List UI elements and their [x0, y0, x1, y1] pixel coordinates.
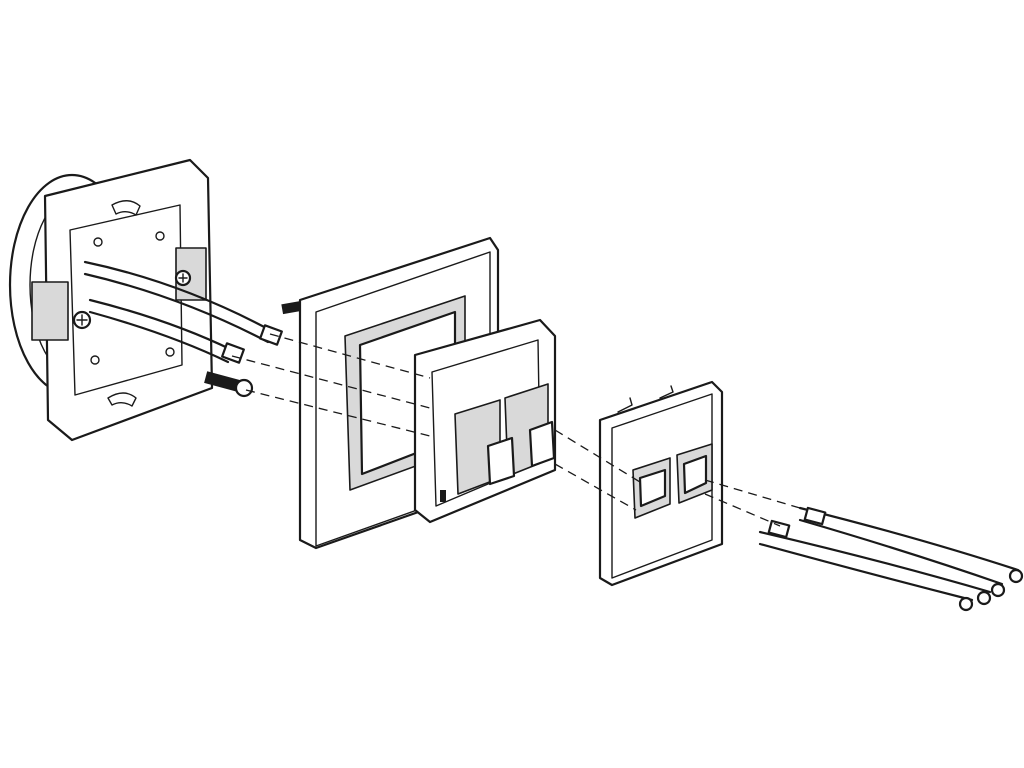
- cable-tip: [767, 519, 791, 539]
- fixing-screws: [204, 299, 309, 398]
- cable-lower-inner: [88, 310, 230, 364]
- guide-line: [269, 333, 431, 379]
- guide-line: [554, 429, 641, 483]
- alignment-lines: [231, 333, 801, 527]
- frame-screw-right-cross: [178, 273, 188, 283]
- screw-lower: [204, 371, 244, 393]
- cable-upper-outer: [83, 260, 272, 332]
- metal-support-frame: [43, 158, 214, 442]
- cable-lower-outer: [88, 298, 234, 352]
- output-cable-2: [798, 518, 1004, 586]
- frame-slot-top: [111, 200, 141, 216]
- frame-hole: [165, 347, 175, 357]
- front-plate-face: [611, 393, 713, 579]
- cable-end-2: [990, 582, 1006, 598]
- guide-line: [704, 479, 801, 509]
- frame-hole: [93, 237, 103, 247]
- guide-line: [245, 389, 431, 437]
- plate-tabs: [617, 385, 674, 413]
- cable-upper-inner: [83, 272, 270, 344]
- jack-latch-right: [528, 420, 556, 468]
- side-clamp-right: [175, 247, 207, 301]
- frame-window: [69, 204, 183, 396]
- guide-line: [704, 493, 781, 527]
- cable-tip: [803, 506, 827, 526]
- cable-end-upper: [259, 324, 283, 346]
- front-plate-with-two-ports: [598, 380, 724, 587]
- carrier-clip: [440, 490, 446, 502]
- screw-lower-head: [234, 378, 254, 398]
- output-cable-4: [758, 542, 974, 602]
- port-right-inner: [682, 454, 708, 495]
- frame-hole: [90, 355, 100, 365]
- output-cable-3: [758, 530, 992, 594]
- jack-latch-left: [486, 436, 516, 486]
- guide-line: [554, 463, 637, 511]
- frame-hole: [155, 231, 165, 241]
- cable-end-3: [976, 590, 992, 606]
- cable-end-4: [958, 596, 974, 612]
- double-data-socket-mechanism: [413, 318, 557, 524]
- frame-screw-left-cross: [76, 314, 88, 326]
- mounting-box: [8, 158, 214, 442]
- data-cables: [758, 506, 1024, 612]
- side-clamp-left: [31, 281, 69, 341]
- output-cable-1: [798, 506, 1020, 572]
- cable-end-1: [1008, 568, 1024, 584]
- frame-slot-bottom: [107, 392, 137, 407]
- guide-line: [231, 355, 431, 409]
- box-cables: [83, 260, 283, 364]
- port-left-inner: [638, 468, 667, 508]
